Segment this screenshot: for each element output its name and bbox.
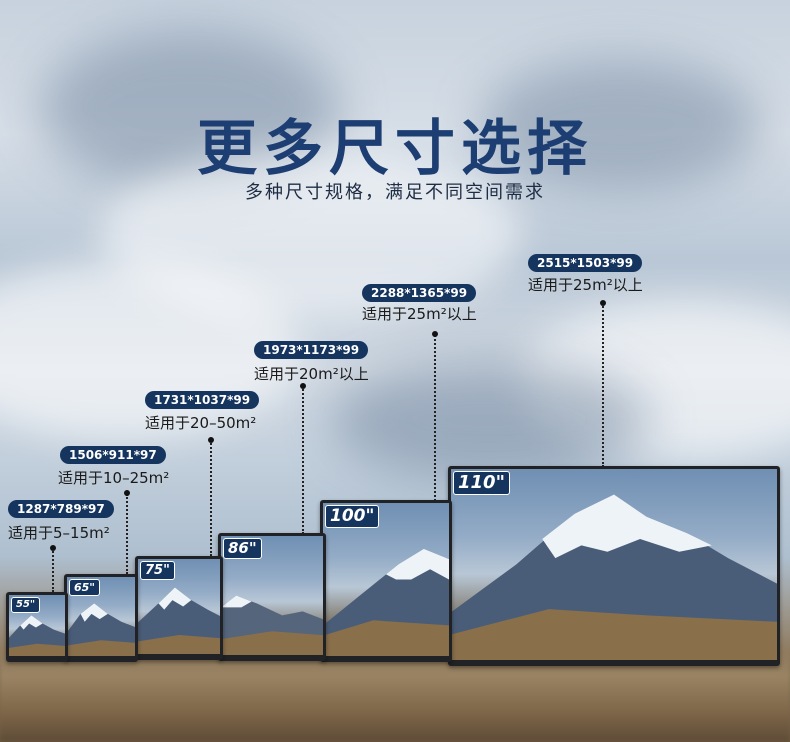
mountain-icon [67, 603, 135, 656]
area-label: 适用于20–50m² [145, 414, 257, 432]
display-65: 65" [64, 574, 138, 662]
dimensions-badge: 1287*789*97 [8, 500, 114, 518]
size-badge: 86" [223, 538, 262, 559]
connector-line [302, 386, 304, 534]
display-55: 55" [6, 592, 68, 662]
connector-line [126, 494, 128, 574]
connector-line [52, 548, 54, 592]
area-label: 适用于10–25m² [58, 469, 170, 487]
connector-dot [300, 383, 306, 389]
mountain-icon [451, 494, 777, 660]
dimensions-badge: 1731*1037*99 [145, 391, 260, 409]
page-title: 更多尺寸选择 [197, 114, 593, 184]
cloud-shadow [480, 60, 760, 190]
size-badge: 55" [11, 597, 41, 613]
display-86: 86" [218, 533, 326, 661]
dimensions-badge: 1506*911*97 [60, 446, 166, 464]
connector-dot [600, 300, 606, 306]
area-label: 适用于20m²以上 [254, 365, 369, 383]
dimensions-badge: 2515*1503*99 [528, 254, 643, 272]
page-subtitle: 多种尺寸规格，满足不同空间需求 [245, 182, 545, 203]
connector-line [602, 303, 604, 467]
display-75: 75" [135, 556, 223, 660]
size-badge: 100" [325, 505, 380, 528]
cloud-shadow [330, 360, 650, 480]
cloud [0, 260, 300, 440]
area-label: 适用于25m²以上 [528, 276, 643, 294]
connector-dot [50, 545, 56, 551]
dimensions-badge: 1973*1173*99 [254, 341, 369, 359]
area-label: 适用于25m²以上 [362, 305, 477, 323]
area-label: 适用于5–15m² [8, 524, 110, 542]
cloud [520, 300, 790, 460]
connector-line [210, 440, 212, 556]
connector-dot [208, 437, 214, 443]
display-100: 100" [320, 500, 452, 662]
display-110: 110" [448, 466, 780, 666]
connector-line [434, 335, 436, 501]
mountain-image [451, 469, 777, 660]
mountain-icon [9, 615, 65, 656]
size-badge: 110" [453, 471, 510, 495]
connector-dot [432, 331, 438, 337]
connector-dot [124, 490, 130, 496]
mountain-icon [221, 595, 323, 655]
dimensions-badge: 2288*1365*99 [362, 284, 477, 302]
mountain-image [138, 559, 220, 654]
size-badge: 65" [69, 579, 101, 596]
size-badge: 75" [140, 561, 175, 580]
mountain-icon [138, 587, 220, 654]
mountain-image [323, 503, 449, 656]
mountain-icon [323, 548, 449, 656]
